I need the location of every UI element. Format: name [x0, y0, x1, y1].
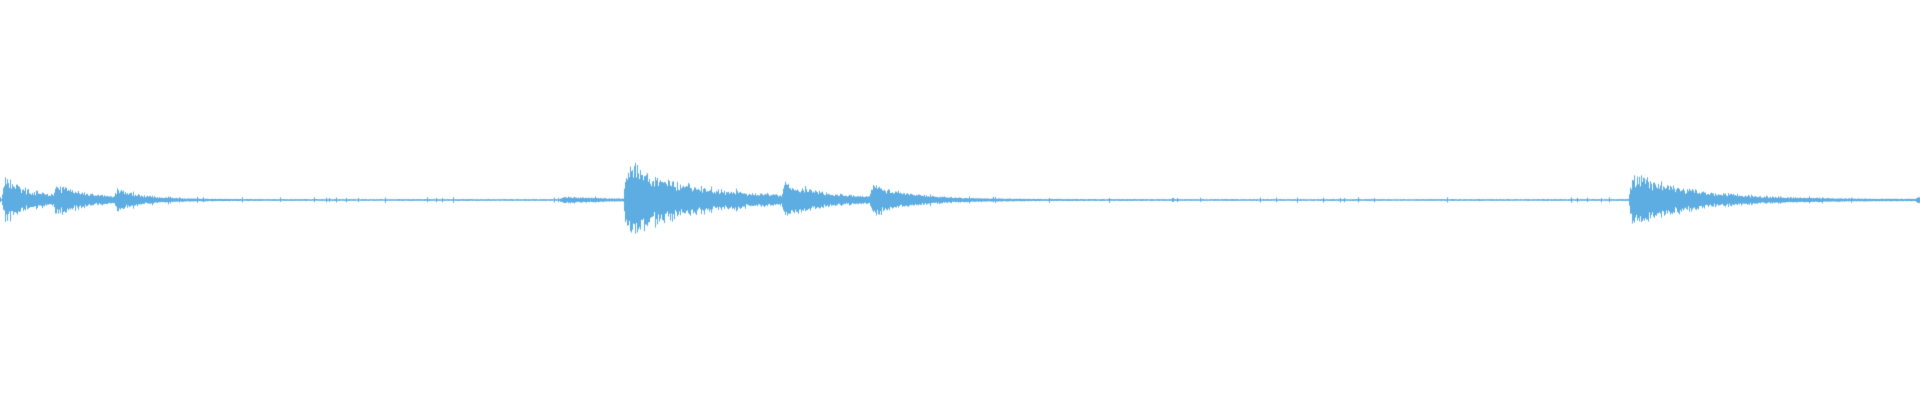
audio-waveform[interactable] [0, 0, 1920, 400]
